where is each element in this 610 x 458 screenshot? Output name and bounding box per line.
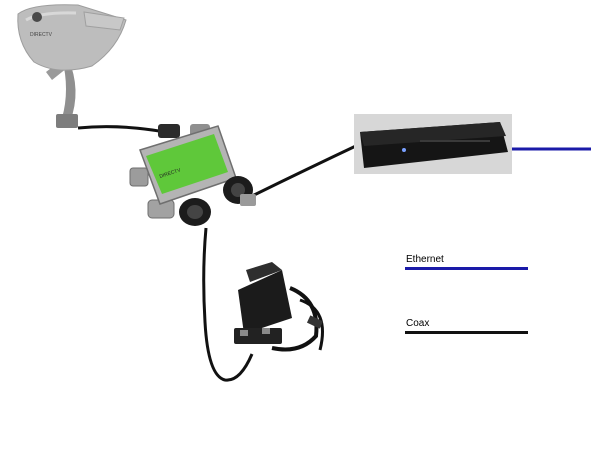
legend-line-ethernet — [405, 267, 528, 270]
receiver-box-icon — [354, 114, 512, 174]
legend-line-coax — [405, 331, 528, 334]
coax-splitter-to-power-inserter — [202, 227, 254, 382]
legend-label-coax: Coax — [406, 318, 430, 329]
coax-splitter-icon: DIRECTV — [129, 124, 256, 226]
svg-text:DIRECTV: DIRECTV — [30, 32, 53, 38]
power-inserter-icon — [234, 262, 324, 352]
coax-dish-to-splitter — [77, 125, 166, 134]
legend-label-ethernet: Ethernet — [406, 254, 444, 265]
satellite-dish-icon: DIRECTV — [17, 4, 127, 128]
coax-splitter-to-receiver — [251, 142, 361, 198]
